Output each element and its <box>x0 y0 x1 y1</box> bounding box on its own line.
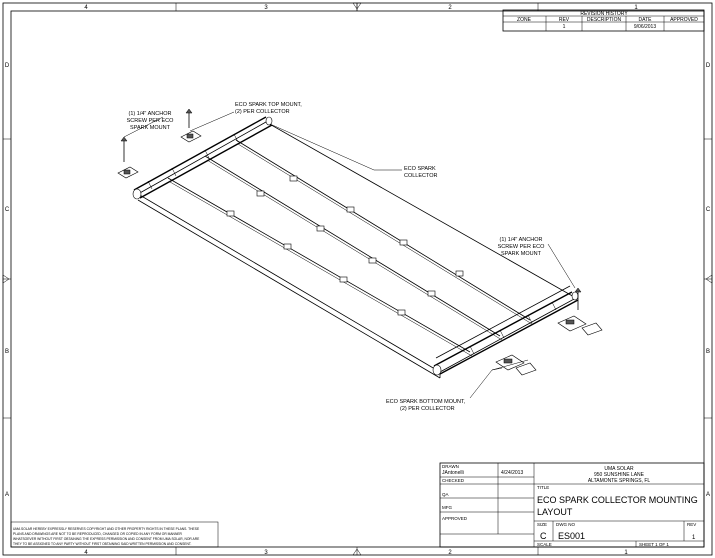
revision-history-title: REVISION HISTORY <box>580 11 628 17</box>
top-mount-right <box>180 130 202 143</box>
rev-label: REV <box>687 522 696 527</box>
dwg-no-value: ES001 <box>558 531 585 541</box>
top-mount-left <box>117 166 139 179</box>
callout-anchor-left: (1) 1/4" ANCHOR SCREW PER ECO SPARK MOUN… <box>127 111 174 131</box>
row-label-left-a: A <box>5 492 9 498</box>
zone-label-top-1: 1 <box>634 5 638 11</box>
svg-text:COLLECTOR: COLLECTOR <box>404 173 438 179</box>
strap-clips <box>226 175 464 316</box>
eco-spark-collector <box>132 116 579 379</box>
drawn-by: JAntonelli <box>442 470 464 476</box>
drawn-label: DRAWN <box>442 464 459 469</box>
rev-row-rev: 1 <box>563 24 566 30</box>
scale-label: SCALE <box>537 542 552 547</box>
size-label: SIZE <box>537 522 547 527</box>
rev-header-approved: APPROVED <box>670 17 698 23</box>
size-value: C <box>540 531 547 541</box>
collector-tubes <box>167 139 533 357</box>
svg-text:(1) 1/4" ANCHOR: (1) 1/4" ANCHOR <box>129 111 172 117</box>
row-label-left-c: C <box>5 207 10 213</box>
anchor-screw-left <box>120 136 128 162</box>
svg-text:WHATSOEVER WITHOUT FIRST OBTAI: WHATSOEVER WITHOUT FIRST OBTAINING THE E… <box>13 537 200 541</box>
svg-text:SPARK MOUNT: SPARK MOUNT <box>130 125 171 131</box>
rev-header-zone: ZONE <box>517 17 532 23</box>
svg-text:ECO SPARK TOP MOUNT,: ECO SPARK TOP MOUNT, <box>235 102 302 108</box>
dwg-no-label: DWG NO <box>556 522 575 527</box>
callout-anchor-right: (1) 1/4" ANCHOR SCREW PER ECO SPARK MOUN… <box>498 237 545 257</box>
title-block: DRAWN JAntonelli 4/24/2013 CHECKED QA MF… <box>439 462 705 548</box>
svg-text:ECO SPARK: ECO SPARK <box>404 166 436 172</box>
row-label-right-a: A <box>706 492 710 498</box>
callout-bottom-mount: ECO SPARK BOTTOM MOUNT, (2) PER COLLECTO… <box>386 399 466 412</box>
anchor-screw-top <box>185 108 193 128</box>
row-label-right-b: B <box>706 349 710 355</box>
zone-label-bottom-4: 4 <box>84 550 88 556</box>
svg-text:SPARK MOUNT: SPARK MOUNT <box>501 251 542 257</box>
rev-header-rev: REV <box>559 17 570 23</box>
svg-text:SCREW PER ECO: SCREW PER ECO <box>127 118 174 124</box>
svg-text:(2) PER COLLECTOR: (2) PER COLLECTOR <box>400 406 455 412</box>
sheet-number: SHEET 1 OF 1 <box>639 542 669 547</box>
title-label: TITLE <box>537 485 549 490</box>
collector-panel-front-edge <box>137 199 441 379</box>
zone-label-top-4: 4 <box>84 5 88 11</box>
mfg-label: MFG <box>442 505 452 510</box>
rev-value: 1 <box>692 535 696 541</box>
svg-text:(1) 1/4" ANCHOR: (1) 1/4" ANCHOR <box>500 237 543 243</box>
drawn-date: 4/24/2013 <box>501 470 523 476</box>
zone-label-bottom-2: 2 <box>448 550 452 556</box>
zone-label-bottom-1: 1 <box>624 550 628 556</box>
svg-text:THEY TO BE ASSIGNED TO ANY PAR: THEY TO BE ASSIGNED TO ANY PARTY WITHOUT… <box>13 542 192 546</box>
svg-text:UMA SOLAR HEREBY EXPRESSLY RES: UMA SOLAR HEREBY EXPRESSLY RESERVES COPY… <box>13 527 200 531</box>
row-label-left-d: D <box>5 63 10 69</box>
callout-top-mount: ECO SPARK TOP MOUNT, (2) PER COLLECTOR <box>235 102 302 115</box>
svg-text:(2) PER COLLECTOR: (2) PER COLLECTOR <box>235 109 290 115</box>
callout-collector: ECO SPARK COLLECTOR <box>404 166 438 179</box>
bottom-mount-left <box>495 354 537 376</box>
row-label-right-c: C <box>706 207 711 213</box>
svg-text:SCREW PER ECO: SCREW PER ECO <box>498 244 545 250</box>
anchor-screw-right <box>574 287 582 310</box>
zone-label-bottom-3: 3 <box>264 550 268 556</box>
zone-label-top-3: 3 <box>264 5 268 11</box>
rev-header-date: DATE <box>639 17 653 23</box>
drawing-title-line-1: ECO SPARK COLLECTOR MOUNTING <box>537 495 698 505</box>
revision-history-table: REVISION HISTORY ZONE REV DESCRIPTION DA… <box>502 9 705 32</box>
company-address-2: ALTAMONTE SPRINGS, FL <box>588 478 651 484</box>
row-label-right-d: D <box>706 63 711 69</box>
company-name: UMA SOLAR <box>604 466 634 472</box>
drawing-title-line-2: LAYOUT <box>537 507 573 517</box>
bottom-mount-right <box>557 315 603 336</box>
leader-lines <box>123 111 576 399</box>
row-label-left-b: B <box>5 349 9 355</box>
qa-label: QA <box>442 492 449 497</box>
rev-header-description: DESCRIPTION <box>587 17 622 23</box>
svg-text:ECO SPARK BOTTOM MOUNT,: ECO SPARK BOTTOM MOUNT, <box>386 399 466 405</box>
zone-label-top-2: 2 <box>448 5 452 11</box>
company-address-1: 950 SUNSHINE LANE <box>594 472 645 478</box>
proprietary-notice: UMA SOLAR HEREBY EXPRESSLY RESERVES COPY… <box>10 521 219 548</box>
approved-label: APPROVED <box>442 516 468 521</box>
rev-row-date: 9/06/2013 <box>634 24 656 30</box>
checked-label: CHECKED <box>442 478 465 483</box>
svg-text:PLANS AND DRAWINGS ARE NOT TO: PLANS AND DRAWINGS ARE NOT TO BE REPRODU… <box>13 532 183 536</box>
bottom-header-pipe <box>432 285 579 376</box>
